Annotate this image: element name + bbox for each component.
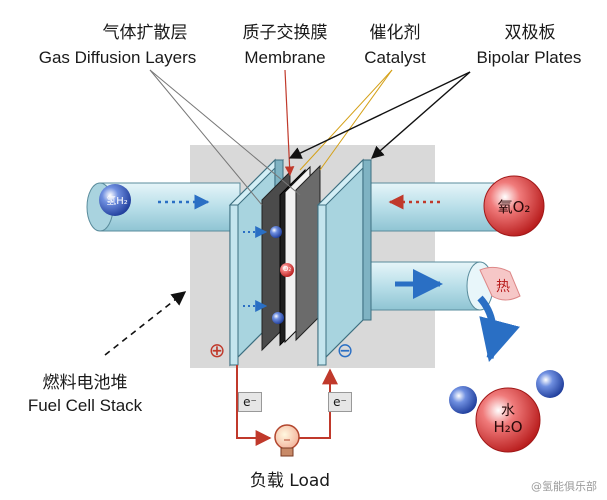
gdl-callout-1 [149,69,263,206]
membrane-label-en: Membrane [244,48,326,67]
bipolar-callout-2 [371,71,471,159]
water-flow-arrow [477,295,520,363]
water-oxygen-ball [475,387,541,453]
catalyst-label-cn: 催化剂 [369,23,421,43]
stack-label-en: Fuel Cell Stack [27,396,143,415]
bipolar-label-en: Bipolar Plates [476,48,582,67]
membrane-ion-label: O₂ [282,265,292,273]
gdl-label-cn: 气体扩散层 [102,23,188,43]
bipolar-label-cn: 双极板 [504,23,556,43]
water-label-cn: 水 [501,403,515,419]
external-circuit [236,365,272,446]
oxygen-molecule-ball [483,175,545,237]
catalyst-label-en: Catalyst [364,48,426,67]
catalyst-callout-1 [299,69,393,171]
gdl-label-en: Gas Diffusion Layers [38,48,197,67]
stack-label-cn: 燃料电池堆 [42,373,128,393]
oxygen-label-formula: O₂ [512,198,531,216]
heat-flag [479,266,521,301]
electron-label-right: e⁻ [328,392,352,412]
stack-callout [104,291,187,356]
load-label: 负载 Load [249,471,331,491]
watermark: @氢能俱乐部 [531,480,597,493]
proton-ball-2 [272,312,284,324]
anode-symbol: ⊕ [208,338,226,362]
oxygen-label: 氧O₂ [484,196,544,217]
oxygen-ion-ball [280,263,294,277]
light-bulb-icon [274,424,300,457]
gdl-callout-2 [149,69,301,196]
hydrogen-molecule-ball [99,184,131,216]
proton-ball-1 [270,226,282,238]
electron-label-left: e⁻ [238,392,262,412]
cathode-symbol: ⊖ [336,338,354,362]
membrane-label-cn: 质子交换膜 [242,23,328,43]
cathode-gas-diffusion-layer [295,164,321,342]
catalyst-callout-2 [319,69,393,171]
oxygen-label-cn: 氧 [497,198,513,216]
water-hydrogen-ball-2 [536,370,564,398]
cathode-bipolar-plate [316,158,373,367]
hydrogen-label: 氢H₂ [106,196,128,207]
heat-label: 热 [496,279,510,295]
external-circuit-return [305,368,338,439]
bipolar-callout-1 [288,71,471,159]
water-hydrogen-ball-1 [449,386,477,414]
water-label-formula: H₂O [493,418,523,436]
